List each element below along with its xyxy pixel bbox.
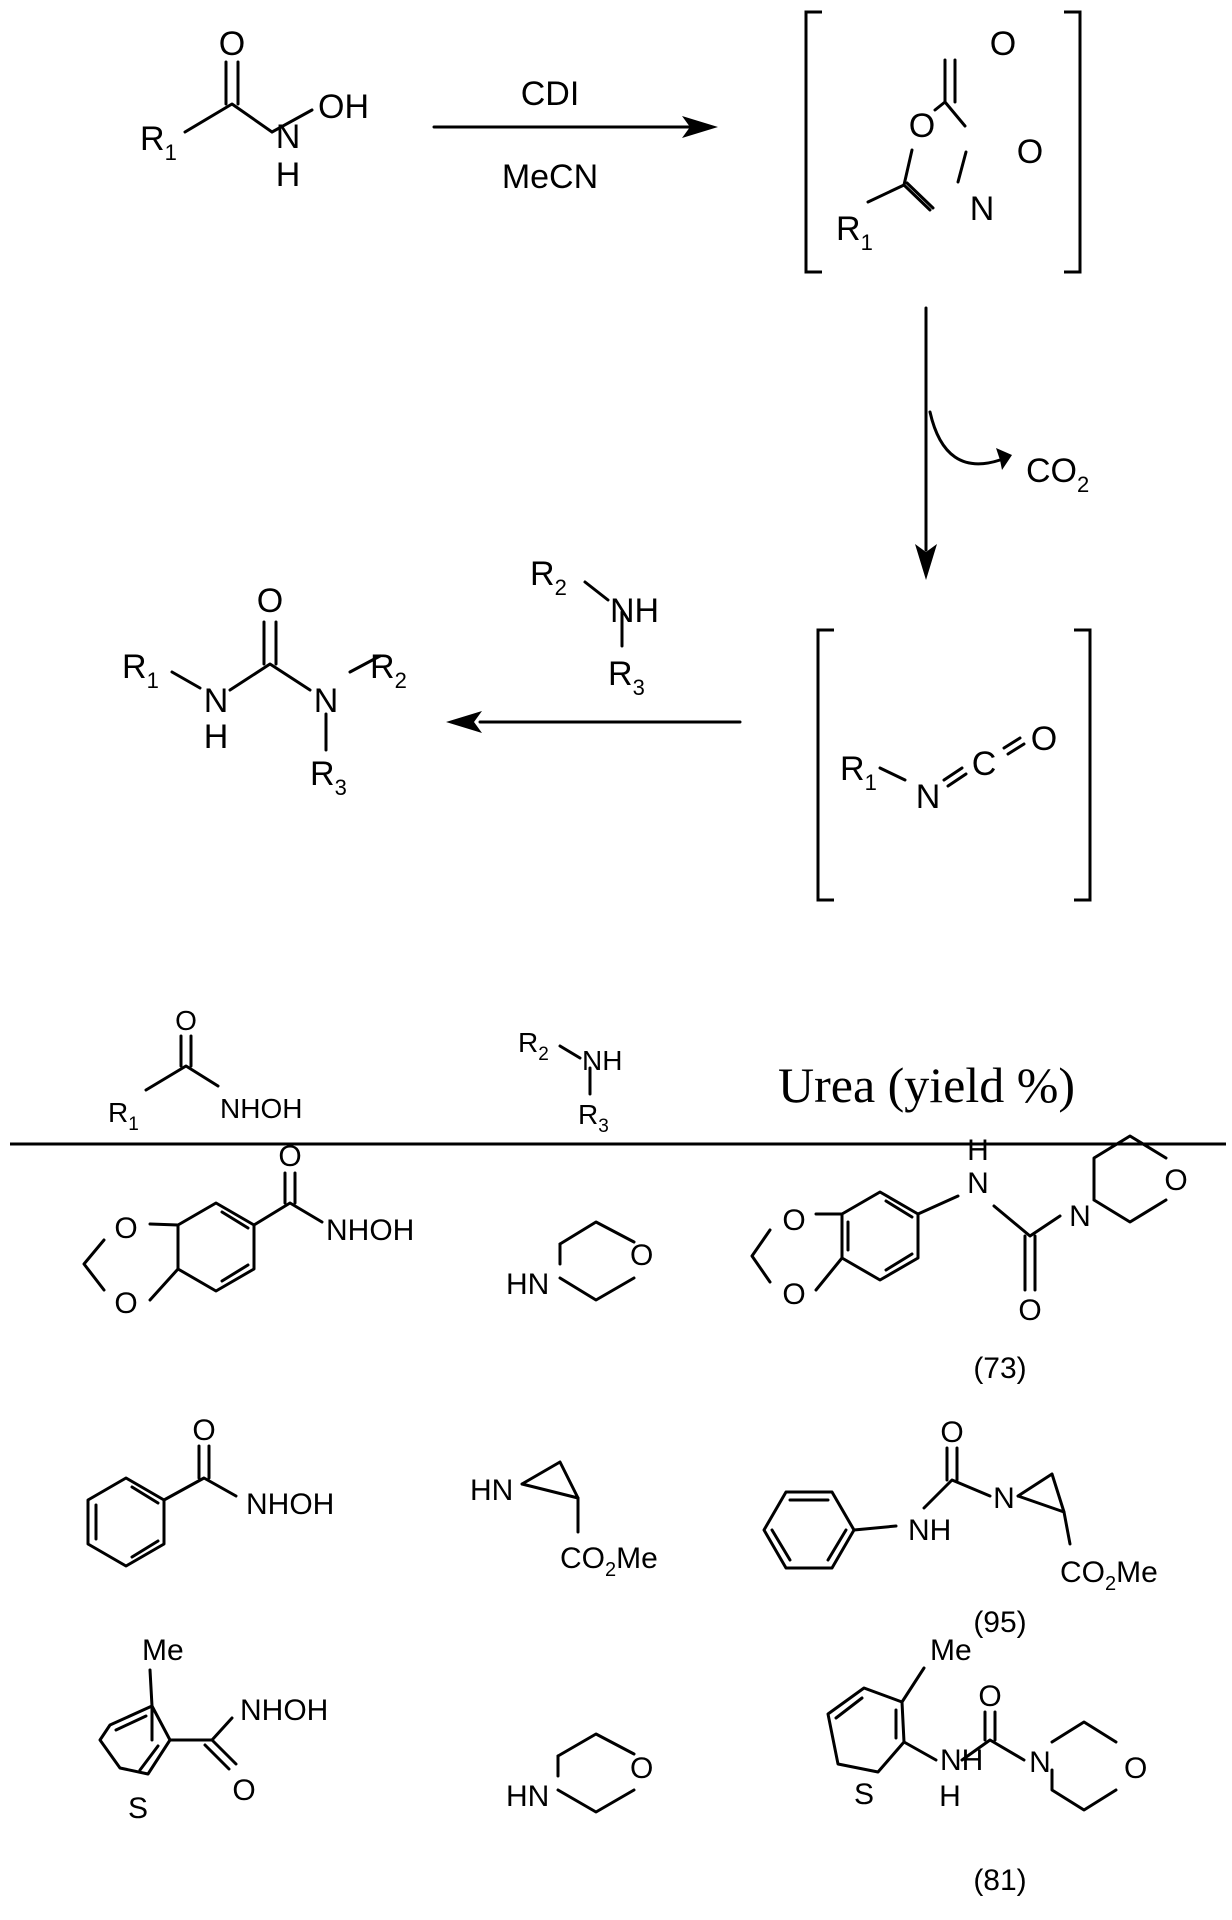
row-3-amine-morpholine: O HN xyxy=(506,1732,653,1814)
header-amine: R2 NH R3 xyxy=(518,1027,622,1137)
atom-NH: NH xyxy=(940,1744,983,1777)
atom-N: N xyxy=(1069,1200,1091,1233)
row-3-yield: (81) xyxy=(973,1864,1026,1897)
atom-R3: R3 xyxy=(578,1099,609,1137)
atom-O: O xyxy=(940,1416,963,1449)
atom-O: O xyxy=(782,1204,805,1237)
atom-NHOH: NHOH xyxy=(220,1093,302,1124)
dioxazolone-intermediate: O O O N R1 xyxy=(804,10,1082,274)
atom-O: O xyxy=(114,1212,137,1245)
atom-R2: R2 xyxy=(370,648,407,693)
atom-R3: R3 xyxy=(608,655,645,700)
atom-O: O xyxy=(219,25,245,63)
atom-NH: NH xyxy=(610,592,659,630)
atom-H: H xyxy=(967,1134,989,1167)
atom-O: O xyxy=(990,25,1016,63)
atom-R1: R1 xyxy=(108,1097,139,1135)
header-urea-yield: Urea (yield %) xyxy=(778,1057,1075,1113)
reaction-arrow-1: CDI MeCN xyxy=(432,75,718,196)
atom-N: N xyxy=(967,1167,989,1200)
co2-label: CO2 xyxy=(1026,452,1089,497)
atom-O: O xyxy=(630,1239,653,1272)
row-3-hydroxamic-acid: S Me NHOH O xyxy=(98,1634,328,1825)
reagent-label: CDI xyxy=(521,75,580,113)
atom-N: N xyxy=(970,190,995,228)
atom-O: O xyxy=(630,1752,653,1785)
decarboxylation-arrow: CO2 xyxy=(915,306,1089,580)
atom-O: O xyxy=(1164,1164,1187,1197)
atom-S: S xyxy=(854,1778,874,1811)
atom-O: O xyxy=(978,1680,1001,1713)
atom-R3: R3 xyxy=(310,755,347,800)
atom-HN: HN xyxy=(470,1474,513,1507)
atom-O: O xyxy=(1031,720,1057,758)
atom-N: N xyxy=(916,778,941,816)
row-1-amine-morpholine: O HN xyxy=(506,1220,653,1302)
atom-N: N xyxy=(1029,1746,1051,1779)
atom-O: O xyxy=(175,1005,197,1036)
row-1-hydroxamic-acid: O O O NHOH xyxy=(82,1140,414,1320)
atom-NHOH: NHOH xyxy=(326,1214,414,1247)
atom-N: N xyxy=(314,682,339,720)
atom-R1: R1 xyxy=(836,210,873,255)
atom-N: N xyxy=(993,1482,1015,1515)
atom-O: O xyxy=(192,1414,215,1447)
header-hydroxamic-acid: O R1 NHOH xyxy=(108,1005,302,1135)
atom-OH: OH xyxy=(318,88,369,126)
atom-N: N xyxy=(204,682,229,720)
atom-O: O xyxy=(1124,1752,1147,1785)
atom-CO2Me: CO2Me xyxy=(560,1542,658,1581)
atom-Me: Me xyxy=(142,1634,184,1667)
isocyanate-intermediate: R1 N C O xyxy=(816,628,1092,902)
atom-NHOH: NHOH xyxy=(240,1694,328,1727)
atom-H: H xyxy=(939,1780,961,1813)
atom-N: N xyxy=(276,118,301,156)
atom-O: O xyxy=(257,582,283,620)
atom-S: S xyxy=(128,1792,148,1825)
atom-O: O xyxy=(1018,1294,1041,1327)
atom-C: C xyxy=(972,745,997,783)
atom-O: O xyxy=(232,1774,255,1807)
atom-R1: R1 xyxy=(140,120,177,165)
urea-product-general: O R1 N H N R2 R3 xyxy=(122,582,407,800)
atom-O: O xyxy=(114,1287,137,1320)
atom-Me: Me xyxy=(930,1634,972,1667)
atom-NH: NH xyxy=(908,1514,951,1547)
row-1-urea-product: N H N O O O O (73) xyxy=(750,1134,1188,1385)
atom-R2: R2 xyxy=(518,1027,549,1065)
atom-O: O xyxy=(909,107,935,145)
atom-O: O xyxy=(1017,133,1043,171)
atom-R1: R1 xyxy=(122,648,159,693)
row-2-urea-product: O NH N CO2Me (95) xyxy=(762,1416,1158,1639)
atom-O: O xyxy=(782,1278,805,1311)
atom-O: O xyxy=(278,1140,301,1173)
solvent-label: MeCN xyxy=(502,158,598,196)
atom-H: H xyxy=(276,156,301,194)
row-2-yield: (95) xyxy=(973,1606,1026,1639)
reaction-arrow-2 xyxy=(446,711,742,733)
atom-NHOH: NHOH xyxy=(246,1488,334,1521)
atom-CO2Me: CO2Me xyxy=(1060,1556,1158,1595)
atom-HN: HN xyxy=(506,1780,549,1813)
row-1-yield: (73) xyxy=(973,1352,1026,1385)
row-3-urea-product: S Me O NH H N O (81) xyxy=(826,1634,1147,1897)
atom-R1: R1 xyxy=(840,750,877,795)
atom-NH: NH xyxy=(582,1045,622,1076)
atom-H: H xyxy=(204,718,229,756)
table-header: O R1 NHOH R2 NH R3 Urea (yield %) xyxy=(108,1005,1075,1137)
amine-reagent: R2 NH R3 xyxy=(530,555,659,700)
row-2-hydroxamic-acid: O NHOH xyxy=(86,1414,334,1568)
row-2-amine-aziridine: HN CO2Me xyxy=(470,1460,658,1581)
atom-HN: HN xyxy=(506,1268,549,1301)
atom-R2: R2 xyxy=(530,555,567,600)
hydroxamic-acid-structure: O R1 N H OH xyxy=(140,25,369,194)
